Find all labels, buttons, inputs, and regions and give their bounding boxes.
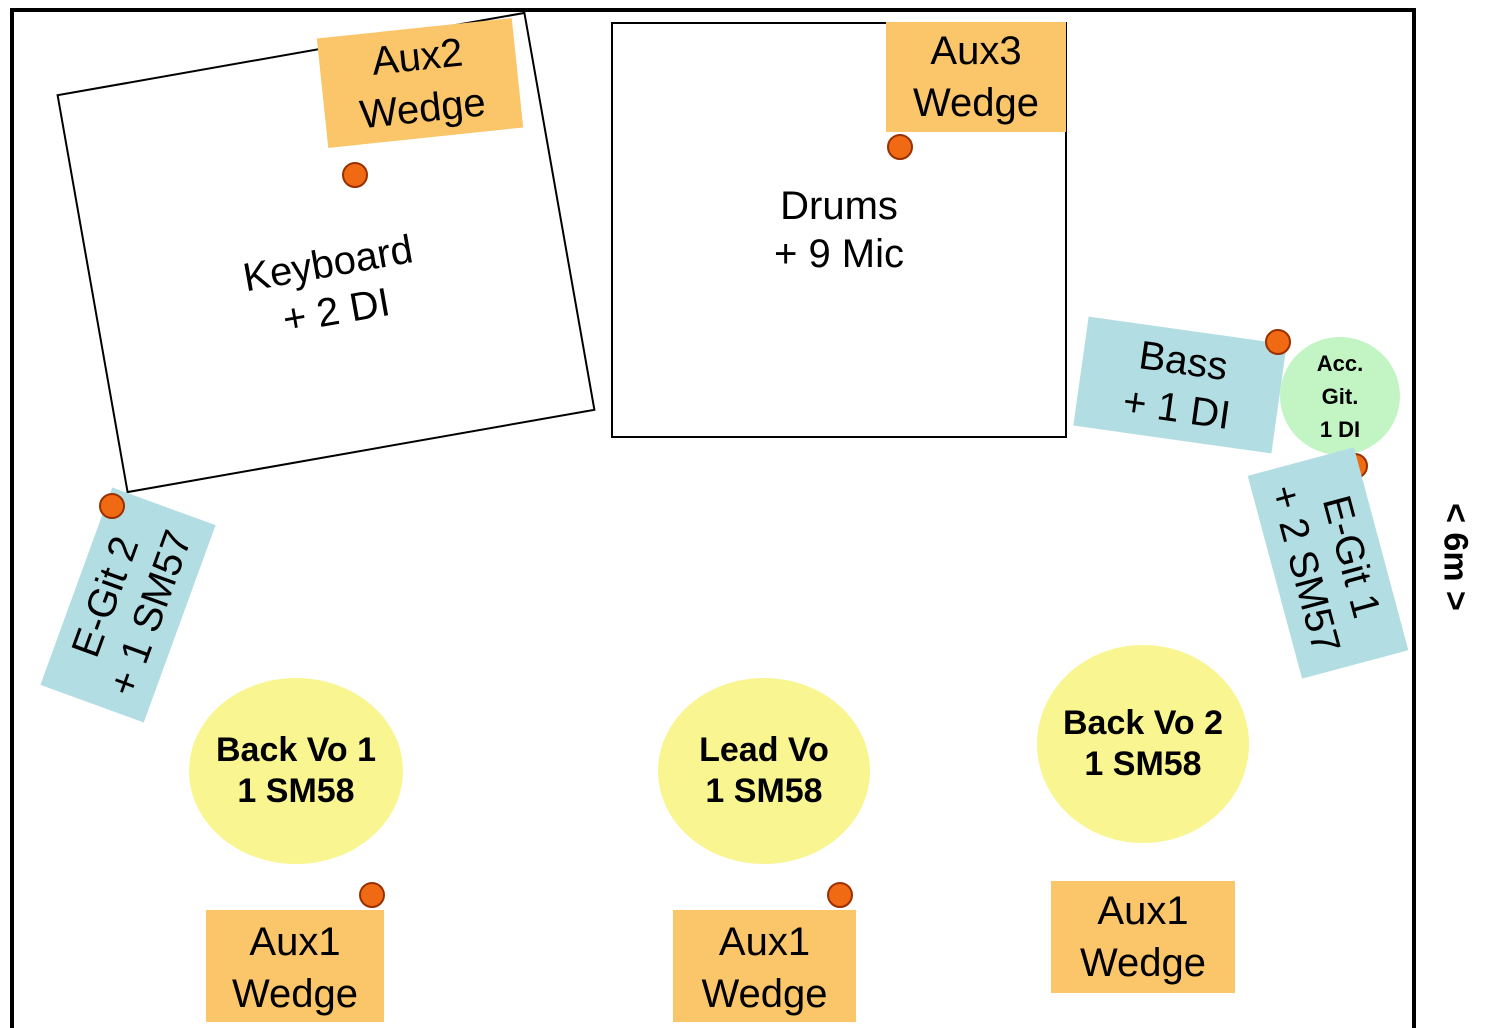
bass-mic-point <box>1265 329 1291 355</box>
aux1-wedge-center: Aux1 Wedge <box>673 910 856 1022</box>
aux1-left-type: Wedge <box>231 972 358 1016</box>
aux1-center-type: Wedge <box>701 972 828 1016</box>
aux3-mic-point <box>887 134 913 160</box>
aux1-right-label: Aux1 <box>1097 889 1189 933</box>
acc-git-line3: 1 DI <box>1319 416 1361 442</box>
aux3-type: Wedge <box>912 81 1039 125</box>
aux3-wedge: Aux3 Wedge <box>886 22 1066 132</box>
aux1-center-mic-point <box>827 882 853 908</box>
drums-inputs: + 9 Mic <box>773 232 905 276</box>
aux1-right-type: Wedge <box>1079 941 1206 985</box>
egit2-mic-point <box>99 493 125 519</box>
back-vocal-1: Back Vo 1 1 SM58 <box>189 678 403 864</box>
aux2-mic-point <box>342 162 368 188</box>
back-vo-2-mic: 1 SM58 <box>1084 745 1202 783</box>
acoustic-guitar: Acc. Git. 1 DI <box>1280 337 1400 455</box>
aux1-wedge-right: Aux1 Wedge <box>1051 881 1235 993</box>
lead-vo-label: Lead Vo <box>699 731 829 770</box>
aux1-left-label: Aux1 <box>249 920 341 964</box>
back-vo-1-mic: 1 SM58 <box>237 772 355 810</box>
back-vo-1-label: Back Vo 1 <box>215 731 376 770</box>
lead-vocal: Lead Vo 1 SM58 <box>658 678 870 864</box>
back-vocal-2: Back Vo 2 1 SM58 <box>1037 645 1249 843</box>
aux1-center-label: Aux1 <box>718 920 811 964</box>
aux1-wedge-left: Aux1 Wedge <box>206 910 384 1022</box>
drums-label: Drums <box>780 184 898 228</box>
aux2-wedge: Aux2 Wedge <box>316 18 524 148</box>
stage-outline <box>10 8 1416 1028</box>
aux1-left-mic-point <box>359 882 385 908</box>
lead-vo-mic: 1 SM58 <box>705 772 823 810</box>
aux2-label: Aux2 <box>369 30 465 84</box>
back-vo-2-label: Back Vo 2 <box>1062 704 1223 743</box>
acc-git-line1: Acc. <box>1316 350 1364 376</box>
aux3-label: Aux3 <box>930 29 1022 73</box>
acc-git-line2: Git. <box>1321 383 1359 409</box>
stage-depth-label: < 6m > <box>1436 503 1475 611</box>
